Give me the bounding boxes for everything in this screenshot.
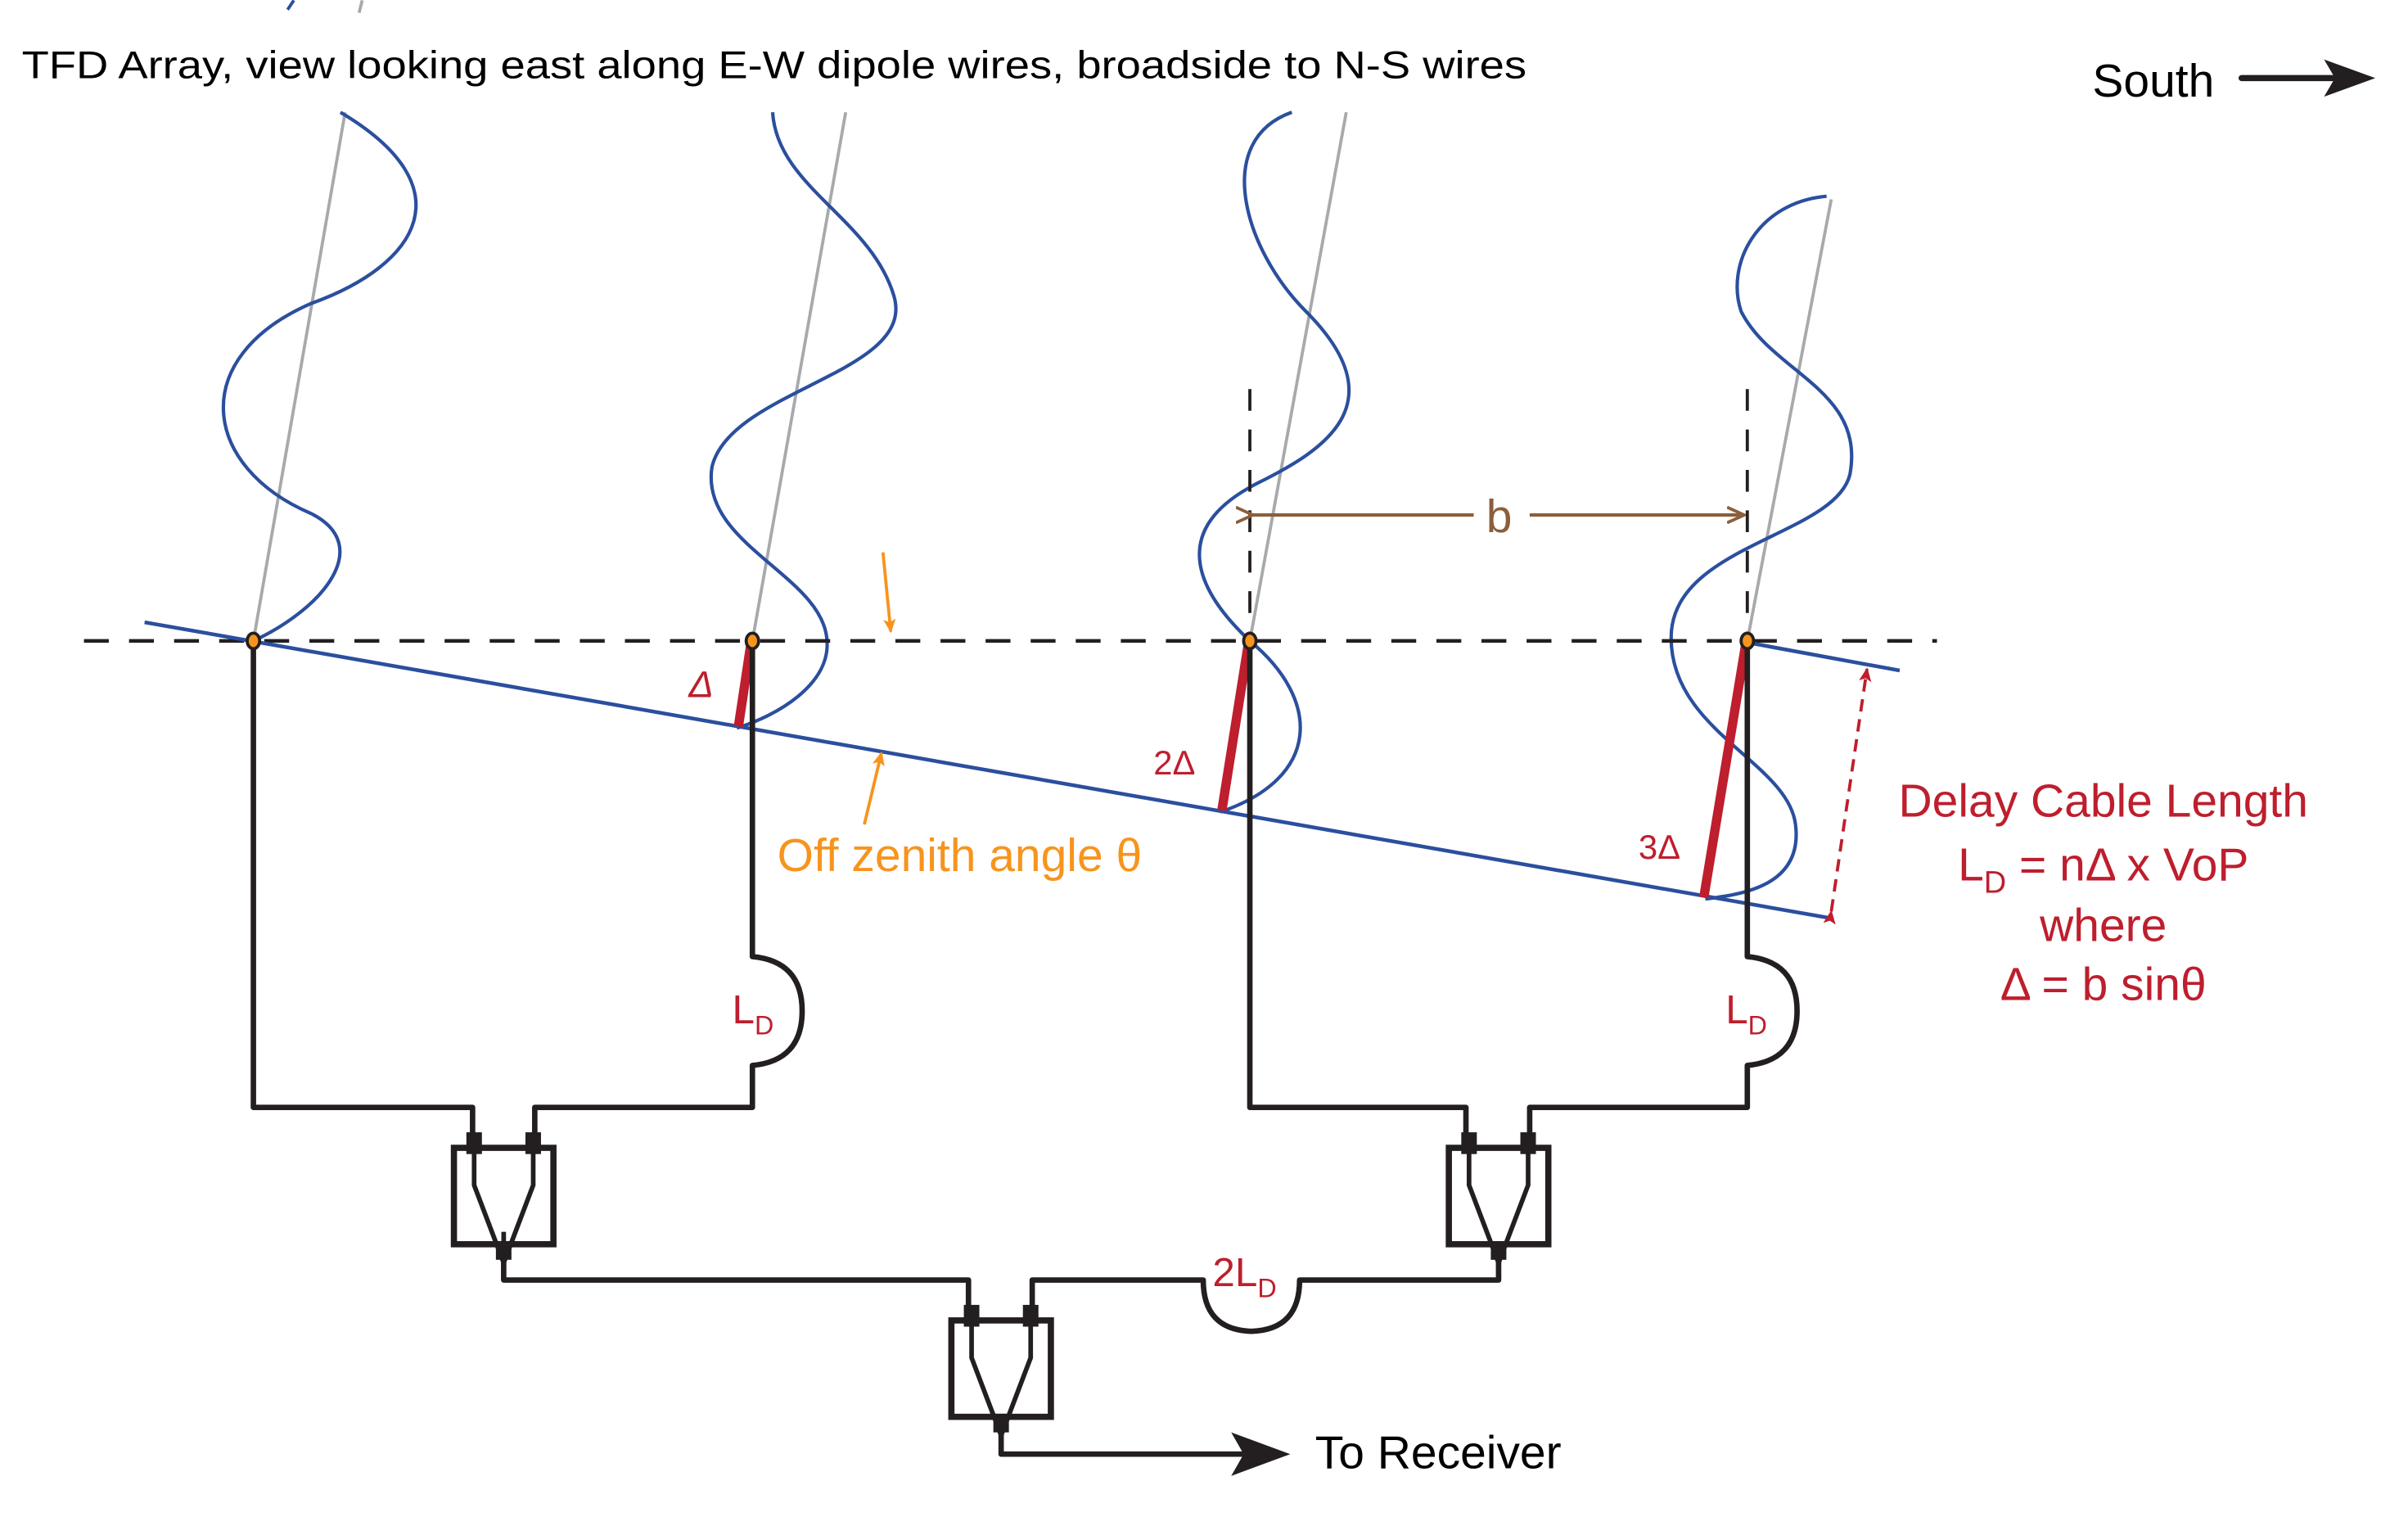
spacing-label: b <box>1486 490 1513 543</box>
feed-point-4 <box>1739 631 1756 651</box>
dipole-wire-3 <box>1248 111 1348 642</box>
dipole-wires <box>251 111 1833 642</box>
delta-2-segment <box>1217 643 1253 811</box>
feed-point-3 <box>1242 631 1258 651</box>
delay-cable-delta-definition: Δ = b sinθ <box>2000 959 2207 1011</box>
off-zenith-angle-label: Off zenith angle θ <box>778 829 1143 882</box>
delta-1-label: Δ <box>688 663 714 705</box>
formula-sub-d: D <box>1984 866 2006 901</box>
angle-arrow-top <box>881 552 896 634</box>
combiner-final <box>948 1304 1054 1442</box>
wavefront-line <box>144 620 1829 920</box>
dipole-wire-4 <box>1745 199 1833 642</box>
combiner-link-2 <box>1029 1248 1502 1334</box>
delay-length-measure-arrow <box>1823 667 1872 925</box>
delay-label-element-4: LD <box>1725 987 1767 1040</box>
delay-label-element-2: LD <box>733 987 774 1040</box>
delay-cable-where: where <box>2039 899 2167 951</box>
double-delay-label: 2LD <box>1212 1250 1276 1303</box>
incident-waves <box>221 111 1854 901</box>
formula-l: L <box>1958 838 1984 891</box>
wave-1 <box>221 111 418 643</box>
receiver-arrow-icon <box>1231 1432 1291 1476</box>
wavefront-line-reference <box>1747 640 1901 673</box>
feed-line-4 <box>1526 643 1800 1139</box>
feed-line-2 <box>532 643 805 1139</box>
delay-cable-formula: LD = nΔ x VoP <box>1958 838 2248 900</box>
dipole-wire-2 <box>751 111 848 642</box>
feed-point-1 <box>246 631 262 651</box>
feed-line-1 <box>250 643 476 1139</box>
diagram-title: TFD Array, view looking east along E-W d… <box>22 43 1527 87</box>
south-label: South <box>2092 55 2214 107</box>
wave-2 <box>709 112 898 730</box>
combiner-1 <box>450 1132 557 1270</box>
delay-cable-heading: Delay Cable Length <box>1899 775 2308 828</box>
wave-fragment <box>286 0 295 11</box>
wave-3 <box>1197 111 1351 814</box>
feed-lines <box>250 643 1800 1457</box>
delta-1-segment <box>733 643 755 728</box>
south-arrow-icon <box>2238 59 2376 97</box>
receiver-line <box>998 1421 1244 1457</box>
feed-line-3 <box>1247 643 1469 1139</box>
delta-3-label: 3Δ <box>1639 828 1680 866</box>
delta-2-label: 2Δ <box>1153 743 1195 782</box>
formula-rest: = nΔ x VoP <box>2006 838 2248 891</box>
path-delay-segments <box>733 643 1751 899</box>
combiner-link-1 <box>501 1248 972 1312</box>
feed-point-2 <box>744 631 760 651</box>
to-receiver-label: To Receiver <box>1315 1426 1562 1479</box>
angle-arrow-bottom <box>863 751 885 825</box>
delta-3-segment <box>1699 643 1751 899</box>
dipole-wire-1 <box>251 111 347 642</box>
wave-4 <box>1669 194 1854 901</box>
feed-points <box>246 631 1756 651</box>
angle-indicator-arrows <box>863 552 896 825</box>
dipole-wire-fragment <box>357 0 364 14</box>
combiner-2 <box>1445 1132 1552 1270</box>
